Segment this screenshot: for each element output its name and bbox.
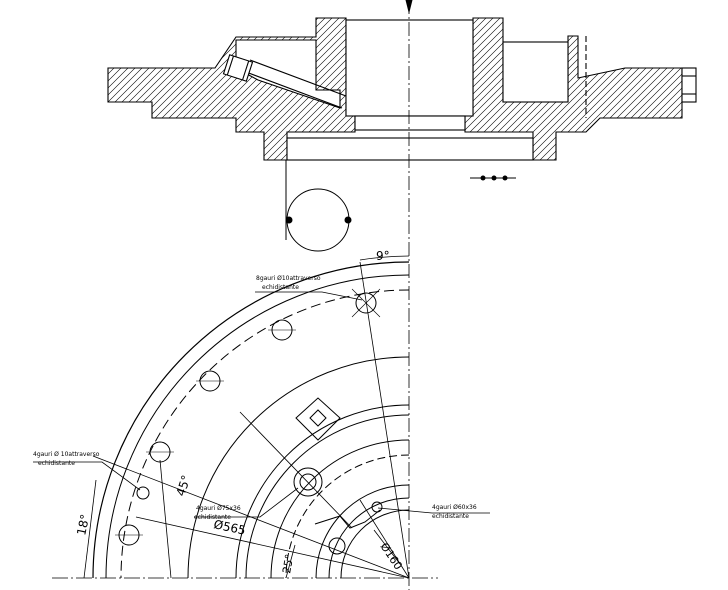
label-angle-9: 9°: [376, 249, 390, 263]
note-top-line2: echidistante: [262, 284, 299, 291]
bolt-holes-outer: [118, 292, 377, 546]
outer-rim: [92, 261, 410, 579]
label-angle-18: 18°: [74, 513, 92, 537]
right-cavity: [502, 41, 569, 103]
detail-circle: [285, 160, 352, 252]
label-angle-45: 45°: [174, 473, 194, 498]
note-top-line1: 8gauri Ø10attraverso: [256, 275, 321, 282]
hub-arc-dashed: [285, 454, 410, 579]
note-right-line2: echidistante: [432, 513, 469, 520]
legend-dots: [470, 175, 516, 181]
bolt-circle-top: [105, 274, 410, 579]
hub-profile: [314, 509, 381, 529]
plan-view: [52, 255, 438, 579]
lower-bore: [354, 115, 466, 131]
note-right-line1: 4gauri Ø60x36: [432, 504, 477, 511]
channel-lines: [245, 59, 347, 109]
label-dia-565: Ø565: [212, 517, 247, 537]
inner-rim-1: [187, 356, 410, 579]
note-mid-line2: echidistante: [194, 514, 231, 521]
angle-9-arc: [359, 255, 410, 261]
label-angle-25: 25°: [280, 553, 296, 574]
center-arc-3: [340, 509, 410, 579]
mid-holes: [293, 467, 383, 555]
note-mid-line1: 4gauri Ø75x36: [196, 505, 241, 512]
hub-arc-3: [270, 439, 410, 579]
leader-lines: [33, 291, 490, 518]
hole-center-marks: [115, 288, 381, 536]
side-hole: [681, 67, 697, 103]
bolt-circle-dashed: [120, 289, 410, 579]
center-arc-2: [328, 497, 410, 579]
note-left-line2: echidistante: [38, 460, 75, 467]
lower-plate: [286, 137, 534, 161]
top-arrow: [405, 0, 413, 14]
dimension-lines: [83, 261, 410, 579]
note-left-line1: 4gauri Ø 10attraverso: [33, 451, 100, 458]
plug-fitting: [222, 54, 254, 82]
center-arc-1: [315, 484, 410, 579]
central-bore: [345, 19, 474, 117]
section-view: [107, 17, 697, 161]
diamond-pocket: [295, 397, 341, 441]
